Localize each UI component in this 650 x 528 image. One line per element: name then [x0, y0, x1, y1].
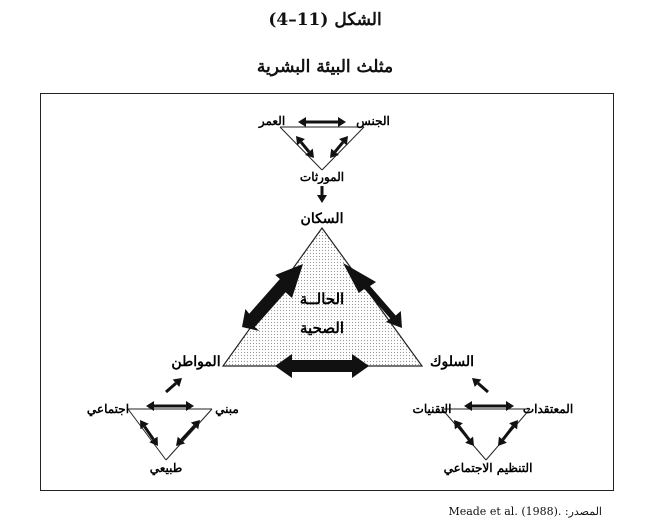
arrow-tech-socialorg	[454, 420, 474, 446]
label-built: مبني	[215, 402, 239, 417]
environment-subtriangle	[127, 408, 213, 461]
arrow-population-citizen	[242, 264, 303, 331]
arrow-beliefs-socialorg	[498, 420, 518, 446]
arrow-social-natural	[140, 420, 158, 446]
arrow-social-built	[146, 401, 194, 411]
vertex-population-label: السكان	[301, 211, 344, 227]
arrow-env-citizen	[165, 378, 182, 394]
source-citation: Meade et al. (1988).	[448, 505, 562, 518]
arrow-sex-genetics	[330, 136, 348, 158]
figure-title: مثلث البيئة البشرية	[256, 57, 394, 77]
arrow-tech-beliefs	[464, 401, 514, 411]
arrow-age-genetics	[296, 136, 314, 158]
arrow-culture-behavior	[472, 378, 489, 394]
arrow-built-natural	[176, 420, 200, 446]
arrow-age-sex	[298, 117, 346, 127]
label-social: اجتماعي	[87, 402, 129, 417]
source-note: المصدر: Meade et al. (1988).	[448, 505, 602, 518]
center-label-line1: الحالــة	[300, 290, 344, 308]
vertex-behavior-label: السلوك	[430, 354, 474, 370]
figure-number: الشكل (11–4)	[268, 10, 382, 30]
label-genetics: المورثات	[300, 170, 344, 185]
culture-subtriangle	[441, 408, 531, 461]
vertex-citizen-label: المواطن	[171, 354, 220, 370]
arrow-citizen-behavior	[275, 354, 369, 378]
label-technologies: التقنيات	[413, 402, 452, 416]
small-arrows	[140, 117, 518, 446]
source-label: المصدر:	[564, 505, 602, 518]
label-beliefs: المعتقدات	[523, 402, 573, 416]
diagram-frame	[40, 93, 614, 491]
arrow-genetics-population	[317, 186, 327, 203]
arrow-population-behavior	[343, 263, 402, 328]
label-natural: طبيعي	[150, 461, 183, 476]
label-social-organization: التنظيم الاجتماعي	[444, 461, 533, 476]
label-sex: الجنس	[356, 114, 390, 129]
genetics-subtriangle	[279, 126, 365, 171]
center-label-line2: الصحية	[300, 319, 344, 337]
label-age: العمر	[258, 114, 285, 129]
